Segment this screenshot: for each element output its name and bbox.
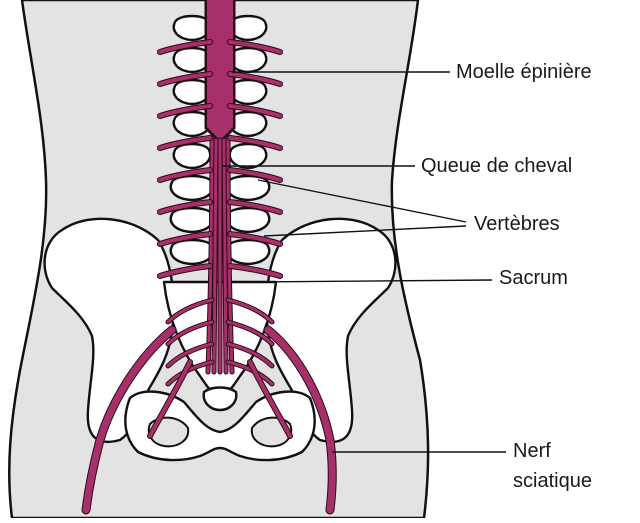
- vertebra-left-6: [169, 174, 215, 202]
- leader-line-vertebrae-upper: [257, 179, 467, 223]
- coccyx-bone: [202, 386, 238, 412]
- vertebra-right-8: [225, 238, 271, 266]
- nerve-root-left-8: [158, 264, 212, 278]
- nerve-root-right-5: [228, 168, 282, 182]
- nerve-root-right-1: [228, 40, 282, 54]
- sacral-root-left-3: [166, 342, 214, 368]
- label-cauda-equina: Queue de cheval: [421, 155, 573, 177]
- nerve-root-left-5: [158, 168, 212, 182]
- vertebra-left-7: [169, 206, 215, 234]
- nerve-root-right-8: [228, 264, 282, 278]
- vertebra-left-8: [169, 238, 215, 266]
- label-sciatic-nerve-line2: sciatique: [513, 470, 592, 492]
- leader-line-sacrum: [245, 279, 493, 283]
- vertebra-left-5: [172, 142, 212, 170]
- sciatic-nerve-left: [82, 326, 176, 514]
- nerve-root-right-4: [228, 136, 282, 150]
- right-hip-bone: [265, 217, 397, 444]
- leader-line-vertebrae-lower: [263, 225, 467, 237]
- nerve-root-right-6: [228, 200, 282, 214]
- label-sacrum: Sacrum: [499, 267, 568, 289]
- vertebra-right-6: [225, 174, 271, 202]
- sacral-root-right-1: [226, 298, 274, 324]
- nerve-root-left-1: [158, 40, 212, 54]
- cauda-fiber-4: [222, 138, 228, 374]
- pelvic-branch-right: [248, 360, 292, 438]
- sacral-root-left-1: [166, 298, 214, 324]
- spinal-cord: [207, 0, 233, 140]
- sacral-root-right-2: [226, 320, 274, 346]
- nerve-root-left-6: [158, 200, 212, 214]
- nerve-root-right-3: [228, 104, 282, 118]
- label-vertebrae: Vertèbres: [474, 213, 560, 235]
- nerve-root-left-7: [158, 232, 212, 246]
- sacral-root-right-3: [226, 342, 274, 368]
- nerve-root-left-4: [158, 136, 212, 150]
- cauda-fiber-2: [212, 138, 218, 374]
- pelvic-branch-left: [148, 360, 192, 438]
- nerve-root-left-2: [158, 72, 212, 86]
- nerve-root-left-3: [158, 104, 212, 118]
- nerve-root-right-7: [228, 232, 282, 246]
- left-hip-bone: [43, 217, 175, 444]
- nerve-root-right-2: [228, 72, 282, 86]
- vertebra-right-7: [225, 206, 271, 234]
- sciatic-nerve-right: [264, 326, 336, 514]
- nerve-roots: [81, 39, 337, 515]
- vertebra-right-5: [228, 142, 268, 170]
- sacral-root-left-2: [166, 320, 214, 346]
- label-sciatic-nerve-line1: Nerf: [513, 440, 551, 462]
- label-spinal-cord: Moelle épinière: [456, 61, 592, 83]
